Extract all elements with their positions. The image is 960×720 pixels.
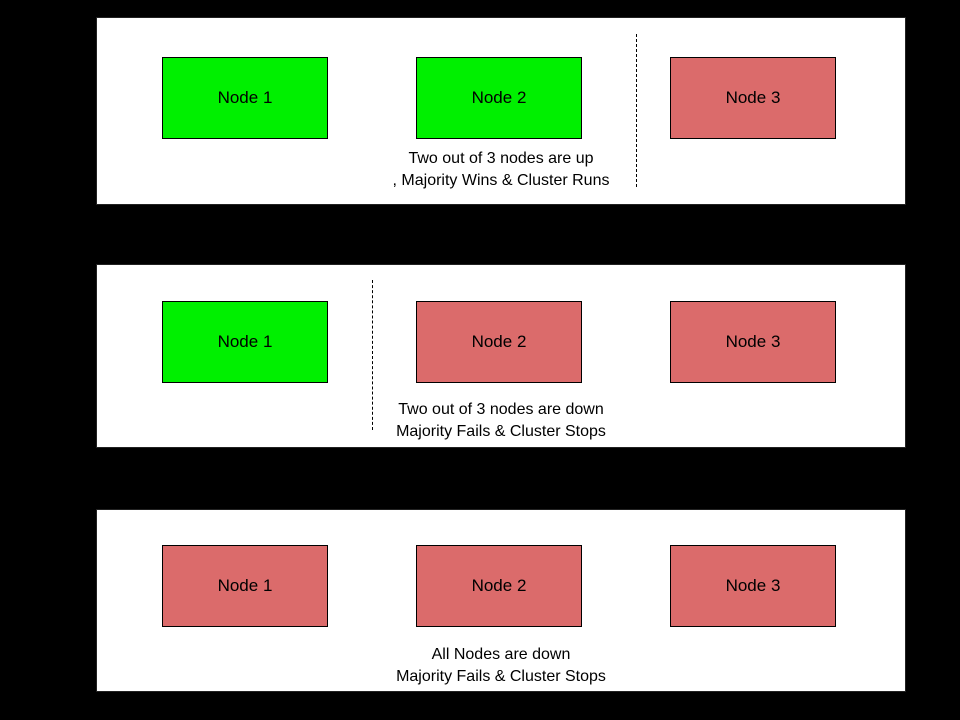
node-box-3: Node 3	[670, 545, 836, 627]
node-box-2: Node 2	[416, 545, 582, 627]
node-label: Node 3	[725, 332, 781, 351]
caption-line-1: Two out of 3 nodes are down	[398, 401, 604, 418]
node-label: Node 2	[471, 88, 527, 107]
node-label: Node 3	[725, 88, 781, 107]
node-label: Node 2	[471, 576, 527, 595]
caption-line-1: Two out of 3 nodes are up	[408, 150, 594, 167]
caption-line-2: , Majority Wins & Cluster Runs	[392, 172, 610, 189]
node-label: Node 1	[217, 332, 273, 351]
quorum-partition-divider	[636, 34, 637, 187]
node-box-1: Node 1	[162, 301, 328, 383]
node-label: Node 1	[217, 88, 273, 107]
node-label: Node 3	[725, 576, 781, 595]
caption-line-2: Majority Fails & Cluster Stops	[396, 423, 606, 440]
caption-line-1: All Nodes are down	[431, 646, 571, 663]
panel-caption: Two out of 3 nodes are up , Majority Win…	[97, 148, 905, 192]
node-box-1: Node 1	[162, 57, 328, 139]
panel-caption: All Nodes are down Majority Fails & Clus…	[97, 644, 905, 688]
node-label: Node 1	[217, 576, 273, 595]
node-box-3: Node 3	[670, 57, 836, 139]
node-label: Node 2	[471, 332, 527, 351]
node-box-3: Node 3	[670, 301, 836, 383]
panel-two-nodes-down: Node 1 Node 2 Node 3 Two out of 3 nodes …	[96, 264, 906, 448]
panel-caption: Two out of 3 nodes are down Majority Fai…	[97, 399, 905, 443]
panel-two-nodes-up: Node 1 Node 2 Node 3 Two out of 3 nodes …	[96, 17, 906, 205]
caption-line-2: Majority Fails & Cluster Stops	[396, 668, 606, 685]
node-box-2: Node 2	[416, 301, 582, 383]
panel-all-nodes-down: Node 1 Node 2 Node 3 All Nodes are down …	[96, 509, 906, 692]
quorum-partition-divider	[372, 280, 373, 430]
node-box-1: Node 1	[162, 545, 328, 627]
node-box-2: Node 2	[416, 57, 582, 139]
